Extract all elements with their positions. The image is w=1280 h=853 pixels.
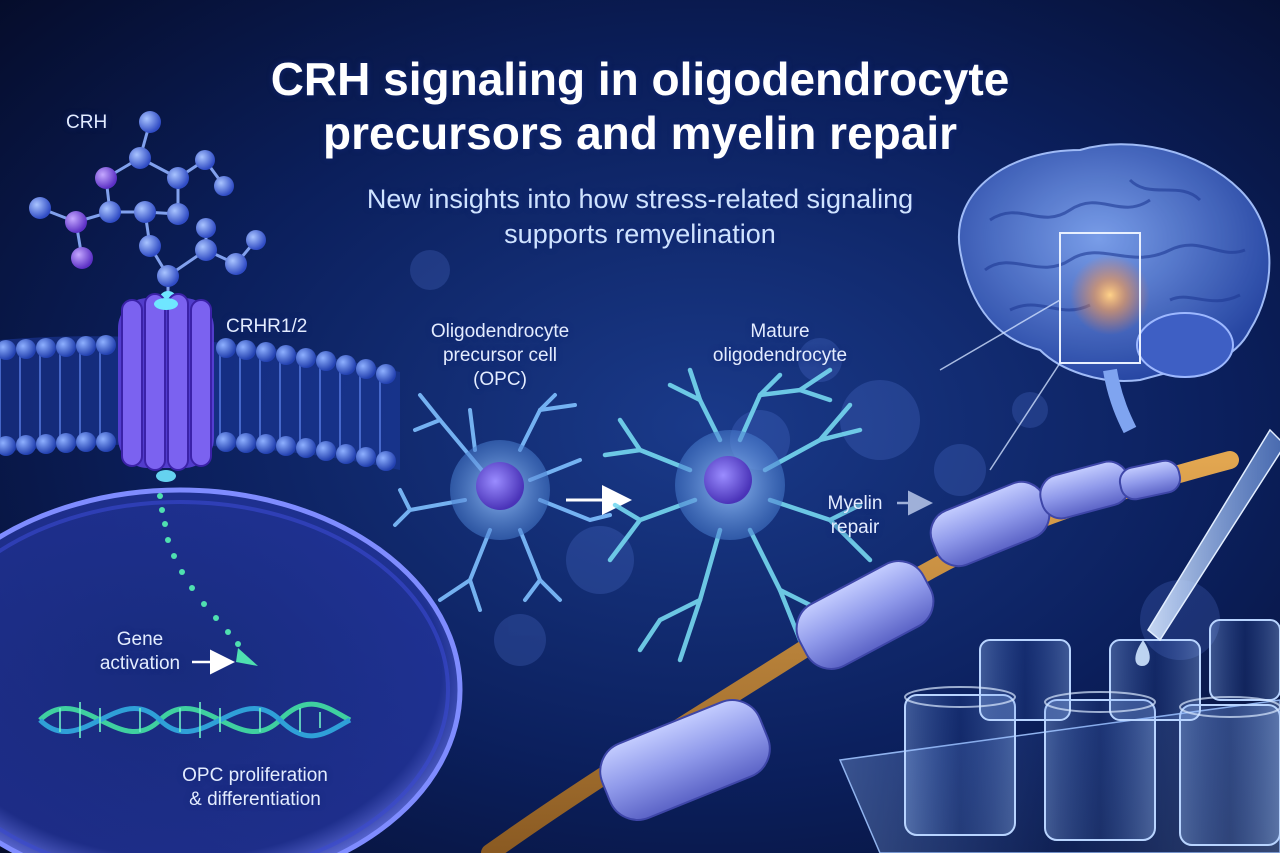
mature-label-line-1: Mature [750, 321, 810, 342]
crh-label: CRH [66, 112, 108, 133]
subtitle-line-1: New insights into how stress-related sig… [366, 184, 914, 214]
opc-label-line-1: Oligodendrocyte [430, 321, 570, 342]
mature-label-line-2: oligodendrocyte [712, 345, 848, 366]
axon-with-myelin-icon [481, 451, 1239, 853]
dna-helix-icon [38, 701, 352, 739]
opc-label-line-2: precursor cell [442, 345, 558, 366]
crhr-receptor-icon [118, 293, 214, 482]
myelin-label-line-2: repair [830, 517, 880, 538]
title-line-2: precursors and myelin repair [322, 107, 958, 159]
subtitle-line-2: supports remyelination [504, 219, 776, 249]
opc-cell-icon [393, 393, 612, 612]
gene-label-line-2: activation [99, 653, 181, 674]
crh-molecule-icon [29, 111, 266, 309]
brain-focus-box [1059, 232, 1141, 364]
gene-label-line-1: Gene [116, 629, 164, 650]
myelin-label-line-1: Myelin [827, 493, 883, 514]
gene-activation-label: Gene activation [80, 628, 200, 676]
opc-label: Oligodendrocyte precursor cell (OPC) [400, 320, 600, 392]
subtitle: New insights into how stress-related sig… [240, 182, 1040, 252]
page-title: CRH signaling in oligodendrocyte precurs… [140, 52, 1140, 160]
test-tube-rack-icon [838, 619, 1280, 853]
crhr-label: CRHR1/2 [226, 316, 308, 337]
pipette-icon [1135, 428, 1280, 666]
title-line-1: CRH signaling in oligodendrocyte [270, 53, 1010, 105]
brain-icon [939, 143, 1271, 471]
myelin-repair-label: Myelin repair [815, 492, 895, 540]
mature-oligodendrocyte-label: Mature oligodendrocyte [680, 320, 880, 368]
proliferation-label: OPC proliferation & differentiation [150, 764, 360, 812]
prolif-label-line-2: & differentiation [189, 789, 321, 810]
mature-oligodendrocyte-icon [602, 367, 873, 663]
signal-path [157, 493, 258, 666]
prolif-label-line-1: OPC proliferation [182, 765, 328, 786]
myelin-sheath [599, 459, 1182, 821]
opc-label-line-3: (OPC) [473, 369, 527, 390]
